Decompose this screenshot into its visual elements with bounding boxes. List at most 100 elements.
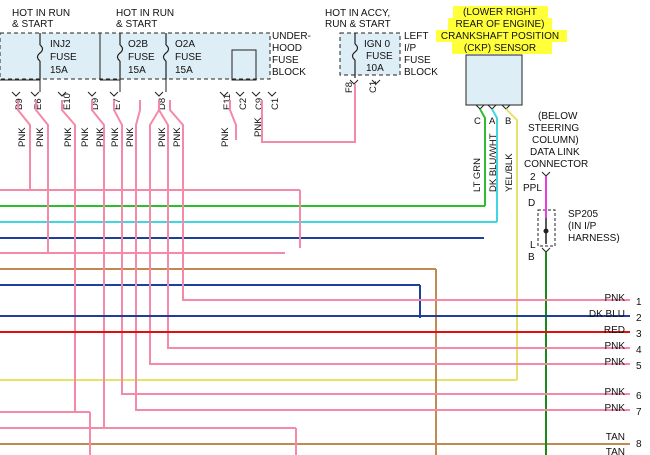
output-color-3: RED bbox=[604, 325, 625, 336]
pnk-vertical-labels: PNK PNK PNK PNK PNK PNK PNK PNK PNK PNK … bbox=[17, 117, 264, 147]
wire-label-4: PNK bbox=[80, 127, 91, 147]
output-color-9: TAN bbox=[606, 447, 625, 455]
fuse-header-1-line1: HOT IN RUN bbox=[12, 8, 70, 19]
ip-fuse-label-4: BLOCK bbox=[404, 67, 438, 78]
output-color-4: PNK bbox=[604, 341, 625, 352]
wire-label-1: PNK bbox=[17, 127, 28, 147]
fuse-header-2-line1: HOT IN RUN bbox=[116, 8, 174, 19]
wire-label-5: PNK bbox=[95, 127, 106, 147]
ckp-pin-a: A bbox=[489, 116, 496, 127]
wire-label-3: PNK bbox=[63, 127, 74, 147]
output-color-7: PNK bbox=[604, 403, 625, 414]
output-num-5: 5 bbox=[636, 361, 642, 372]
fuse-o2b-name: O2B bbox=[128, 39, 148, 50]
pin-e6: E6 bbox=[33, 98, 44, 110]
ip-fuse-label-1: LEFT bbox=[404, 31, 428, 42]
pin-e11: E11 bbox=[222, 94, 233, 110]
output-lines bbox=[0, 299, 630, 411]
splice-note-1: (IN I/P bbox=[568, 221, 597, 232]
pin-c2: C2 bbox=[238, 98, 249, 110]
ckp-wire-ltgrn: LT GRN bbox=[472, 158, 483, 192]
fuse-o2b: O2B FUSE 15A bbox=[116, 33, 155, 80]
ip-fuse-header-1: HOT IN ACCY, bbox=[325, 8, 390, 19]
dlc-wire: PPL bbox=[523, 183, 542, 194]
fuse-block-pins: B9 E6 E10 D9 E7 D8 E11 C2 C9 C1 bbox=[11, 91, 281, 110]
dlc-title-5: CONNECTOR bbox=[524, 159, 588, 170]
fuse-block-label-1: UNDER- bbox=[272, 31, 311, 42]
wire-label-8: PNK bbox=[157, 127, 168, 147]
ckp-title-1: (LOWER RIGHT bbox=[463, 7, 537, 18]
ckp-title-3: CRANKSHAFT POSITION bbox=[441, 31, 559, 42]
wire-label-2: PNK bbox=[35, 127, 46, 147]
ip-pin-f8: F8 bbox=[344, 82, 355, 93]
fuse-header-1-line2: & START bbox=[12, 19, 53, 30]
output-color-6: PNK bbox=[604, 387, 625, 398]
dlc-title-3: COLUMN) bbox=[532, 135, 579, 146]
ckp-title-2: REAR OF ENGINE) bbox=[456, 19, 545, 30]
wire-label-9: PNK bbox=[172, 127, 183, 147]
output-num-3: 3 bbox=[636, 329, 642, 340]
ckp-title-4: (CKP) SENSOR bbox=[464, 43, 536, 54]
fuse-inj2-rating: 15A bbox=[50, 65, 68, 76]
pnk-drop-wires bbox=[17, 100, 630, 429]
fuse-header-2-line2: & START bbox=[116, 19, 157, 30]
trunk-verticals bbox=[89, 190, 437, 455]
dlc-title-2: STEERING bbox=[528, 123, 579, 134]
output-num-4: 4 bbox=[636, 345, 642, 356]
splice-top-pin: D bbox=[528, 198, 535, 209]
splice-name: SP205 bbox=[568, 209, 598, 220]
output-num-6: 6 bbox=[636, 391, 642, 402]
ckp-pin-c: C bbox=[474, 116, 481, 127]
ckp-sensor: (LOWER RIGHT REAR OF ENGINE) CRANKSHAFT … bbox=[436, 6, 567, 380]
ip-fuse-type: FUSE bbox=[366, 51, 393, 62]
ip-fuse-label-3: FUSE bbox=[404, 55, 431, 66]
bus-lines bbox=[0, 189, 630, 445]
splice-sp205: D L B SP205 (IN I/P HARNESS) bbox=[528, 198, 620, 455]
pin-d9: D9 bbox=[90, 98, 101, 110]
splice-bottom-pin: B bbox=[528, 252, 535, 263]
ckp-pin-b: B bbox=[505, 116, 511, 127]
splice-side-label: L bbox=[530, 240, 536, 251]
wire-label-7: PNK bbox=[125, 127, 136, 147]
output-labels: PNK 1 DK BLU 2 RED 3 PNK 4 PNK 5 PNK 6 P… bbox=[589, 293, 642, 455]
ip-fuse-name: IGN 0 bbox=[364, 39, 391, 50]
output-color-1: PNK bbox=[604, 293, 625, 304]
fuse-o2a-name: O2A bbox=[175, 39, 195, 50]
fuse-inj2-type: FUSE bbox=[50, 52, 77, 63]
ip-fuse-label-2: I/P bbox=[404, 43, 417, 54]
output-num-8: 8 bbox=[636, 439, 642, 450]
output-num-1: 1 bbox=[636, 297, 642, 308]
fuse-block-label-4: BLOCK bbox=[272, 67, 306, 78]
ip-fuse-rating: 10A bbox=[366, 63, 384, 74]
pin-b9: B9 bbox=[14, 98, 25, 110]
fuse-o2a: O2A FUSE 15A bbox=[162, 33, 202, 80]
fuse-o2b-rating: 15A bbox=[128, 65, 146, 76]
ip-fuse-block: HOT IN ACCY, RUN & START IGN 0 FUSE 10A … bbox=[325, 8, 438, 118]
fuse-o2b-type: FUSE bbox=[128, 52, 155, 63]
fuse-o2a-type: FUSE bbox=[175, 52, 202, 63]
dlc-pin: 2 bbox=[530, 172, 536, 183]
splice-note-2: HARNESS) bbox=[568, 233, 620, 244]
output-num-2: 2 bbox=[636, 313, 642, 324]
pin-e7: E7 bbox=[112, 98, 123, 110]
fuse-inj2: INJ2 FUSE 15A bbox=[36, 33, 77, 80]
wire-label-11: PNK bbox=[253, 117, 264, 137]
data-link-connector: (BELOW STEERING COLUMN) DATA LINK CONNEC… bbox=[523, 111, 588, 206]
dlc-title-4: DATA LINK bbox=[530, 147, 580, 158]
pin-c9: C9 bbox=[254, 98, 265, 110]
output-num-7: 7 bbox=[636, 407, 642, 418]
fuse-block-label-2: HOOD bbox=[272, 43, 302, 54]
wire-label-10: PNK bbox=[220, 127, 231, 147]
dlc-title-1: (BELOW bbox=[538, 111, 578, 122]
output-color-5: PNK bbox=[604, 357, 625, 368]
underhood-fuse-block: HOT IN RUN & START HOT IN RUN & START IN… bbox=[0, 8, 311, 92]
fuse-inj2-name: INJ2 bbox=[50, 39, 71, 50]
output-color-8: TAN bbox=[606, 432, 625, 443]
fuse-o2a-rating: 15A bbox=[175, 65, 193, 76]
ckp-wire-yelblk: YEL/BLK bbox=[504, 153, 515, 192]
pin-c1: C1 bbox=[270, 98, 281, 110]
wire-label-6: PNK bbox=[110, 127, 121, 147]
ckp-wire-dkbluwht: DK BLU/WHT bbox=[488, 133, 499, 192]
fuse-block-label-3: FUSE bbox=[272, 55, 299, 66]
